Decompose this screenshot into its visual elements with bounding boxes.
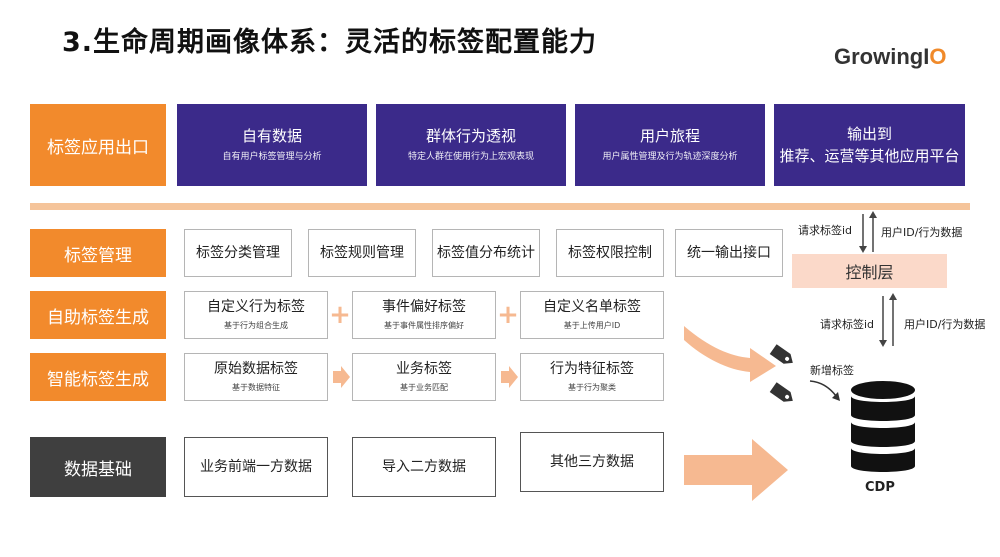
big-arrow-icon — [684, 439, 788, 501]
plus-icon: + — [329, 300, 351, 330]
bidirectional-arrows-icon — [859, 211, 877, 253]
smart-behavior-feature-tag: 行为特征标签基于行为聚类 — [520, 353, 664, 401]
output-sub: 自有用户标签管理与分析 — [222, 152, 322, 162]
output-own-data: 自有数据 自有用户标签管理与分析 — [177, 104, 367, 186]
sidebar-tag-management: 标签管理 — [30, 229, 166, 277]
tag-mgmt-distribution: 标签值分布统计 — [432, 229, 540, 277]
self-custom-behavior-tag: 自定义行为标签基于行为组合生成 — [184, 291, 328, 339]
sidebar-data-foundation: 数据基础 — [30, 437, 166, 497]
output-sub: 用户属性管理及行为轨迹深度分析 — [602, 152, 738, 162]
database-icon — [851, 381, 915, 472]
arrow-right-icon — [501, 366, 518, 388]
tag-icon — [769, 344, 793, 364]
output-label: 输出到 — [846, 125, 892, 143]
data-second-party: 导入二方数据 — [352, 437, 496, 497]
request-tag-id-label: 请求标签id — [798, 224, 853, 237]
sidebar-smart-tags: 智能标签生成 — [30, 353, 166, 401]
output-export: 输出到 推荐、运营等其他应用平台 — [774, 104, 965, 186]
output-label-2: 推荐、运营等其他应用平台 — [779, 147, 960, 165]
page-title: 3.生命周期画像体系：灵活的标签配置能力 — [62, 27, 598, 58]
user-behavior-label: 用户ID/行为数据 — [904, 318, 986, 331]
tag-mgmt-rules: 标签规则管理 — [308, 229, 416, 277]
bidirectional-arrows-icon — [879, 293, 897, 347]
data-first-party: 业务前端一方数据 — [184, 437, 328, 497]
section-divider — [30, 203, 970, 210]
tag-mgmt-permission: 标签权限控制 — [556, 229, 664, 277]
output-label: 群体行为透视 — [425, 127, 516, 145]
tag-mgmt-category: 标签分类管理 — [184, 229, 292, 277]
control-layer: 控制层 — [792, 254, 947, 288]
sidebar-app-outputs: 标签应用出口 — [30, 104, 166, 186]
growingio-logo: GrowingIO — [834, 44, 947, 69]
arrow-down-right-icon — [809, 380, 840, 401]
smart-business-tag: 业务标签基于业务匹配 — [352, 353, 496, 401]
arrow-right-icon — [333, 366, 350, 388]
request-tag-id-label: 请求标签id — [820, 318, 875, 331]
data-third-party: 其他三方数据 — [520, 432, 664, 492]
output-label: 用户旅程 — [639, 127, 700, 145]
self-custom-list-tag: 自定义名单标签基于上传用户ID — [520, 291, 664, 339]
output-group-behavior: 群体行为透视 特定人群在使用行为上宏观表现 — [376, 104, 566, 186]
self-event-preference-tag: 事件偏好标签基于事件属性排序偏好 — [352, 291, 496, 339]
tag-icon — [769, 382, 793, 402]
curved-arrow-icon — [684, 326, 776, 382]
sidebar-self-service-tags: 自助标签生成 — [30, 291, 166, 339]
cdp-label: CDP — [865, 480, 895, 495]
plus-icon: + — [497, 300, 519, 330]
output-label: 自有数据 — [241, 127, 302, 145]
output-sub: 特定人群在使用行为上宏观表现 — [407, 152, 534, 162]
user-behavior-label: 用户ID/行为数据 — [881, 226, 963, 239]
output-user-journey: 用户旅程 用户属性管理及行为轨迹深度分析 — [575, 104, 765, 186]
new-tag-label: 新增标签 — [810, 364, 854, 377]
smart-raw-data-tag: 原始数据标签基于数据特征 — [184, 353, 328, 401]
tag-mgmt-unified-output: 统一输出接口 — [675, 229, 783, 277]
